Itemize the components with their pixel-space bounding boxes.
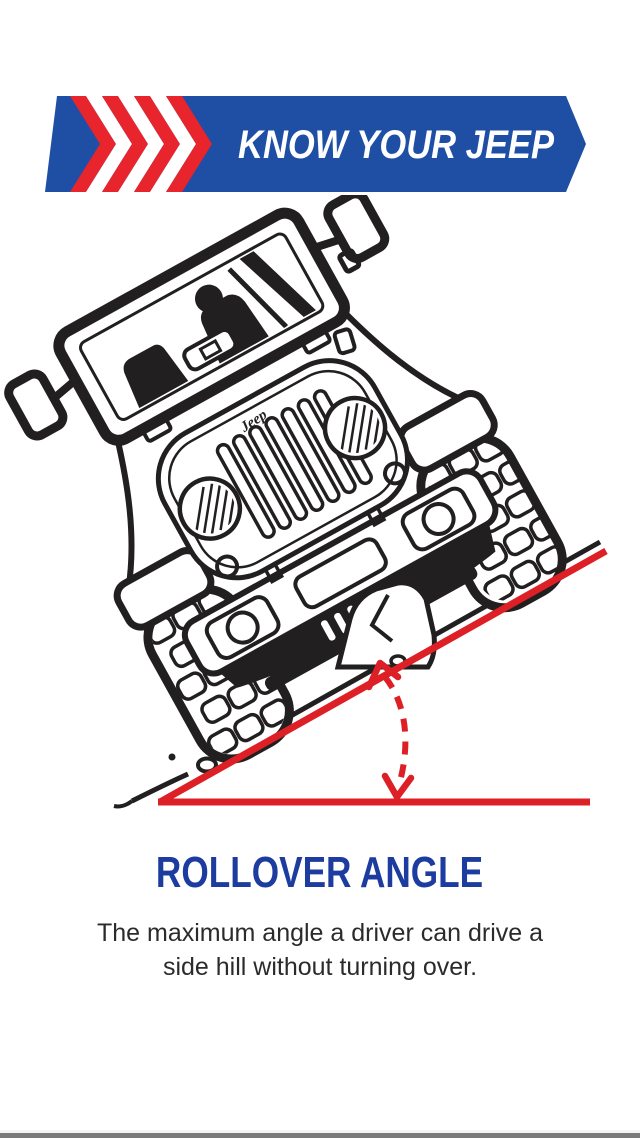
roll-bar — [239, 251, 316, 318]
rock — [334, 580, 437, 670]
right-headlight — [322, 395, 388, 461]
page-description: The maximum angle a driver can drive a s… — [0, 916, 640, 984]
slope-line — [158, 547, 608, 806]
left-side-mirror — [4, 369, 80, 441]
jeep-windshield — [53, 207, 350, 446]
jeep-illustration: Jeep — [4, 195, 608, 809]
jeep-grille: Jeep — [155, 358, 410, 581]
hood-edge-left — [114, 437, 135, 591]
chevrons-icon — [70, 96, 212, 192]
angle-arrow-icon — [365, 659, 415, 801]
banner: KNOW YOUR JEEP — [45, 96, 586, 192]
video-progress-track[interactable] — [0, 1130, 640, 1138]
jeep-vehicle: Jeep — [4, 195, 568, 764]
driver-seat-silhouette — [123, 344, 189, 409]
left-fog-light — [225, 610, 260, 645]
banner-title: KNOW YOUR JEEP — [238, 123, 554, 167]
video-progress-bar[interactable] — [0, 1133, 640, 1138]
description-line-2: side hill without turning over. — [162, 953, 478, 981]
right-side-mirror — [310, 195, 390, 274]
right-marker-light — [383, 461, 408, 486]
hood-edge-right — [342, 310, 469, 406]
description-line-1: The maximum angle a driver can drive a — [96, 919, 544, 947]
right-fog-light — [421, 501, 456, 536]
pebble — [196, 756, 218, 774]
rearview-mirror-mount — [182, 327, 238, 372]
footman-loop — [332, 327, 357, 356]
left-marker-light — [215, 554, 240, 579]
page-title: ROLLOVER ANGLE — [156, 848, 484, 897]
left-headlight — [177, 476, 243, 541]
